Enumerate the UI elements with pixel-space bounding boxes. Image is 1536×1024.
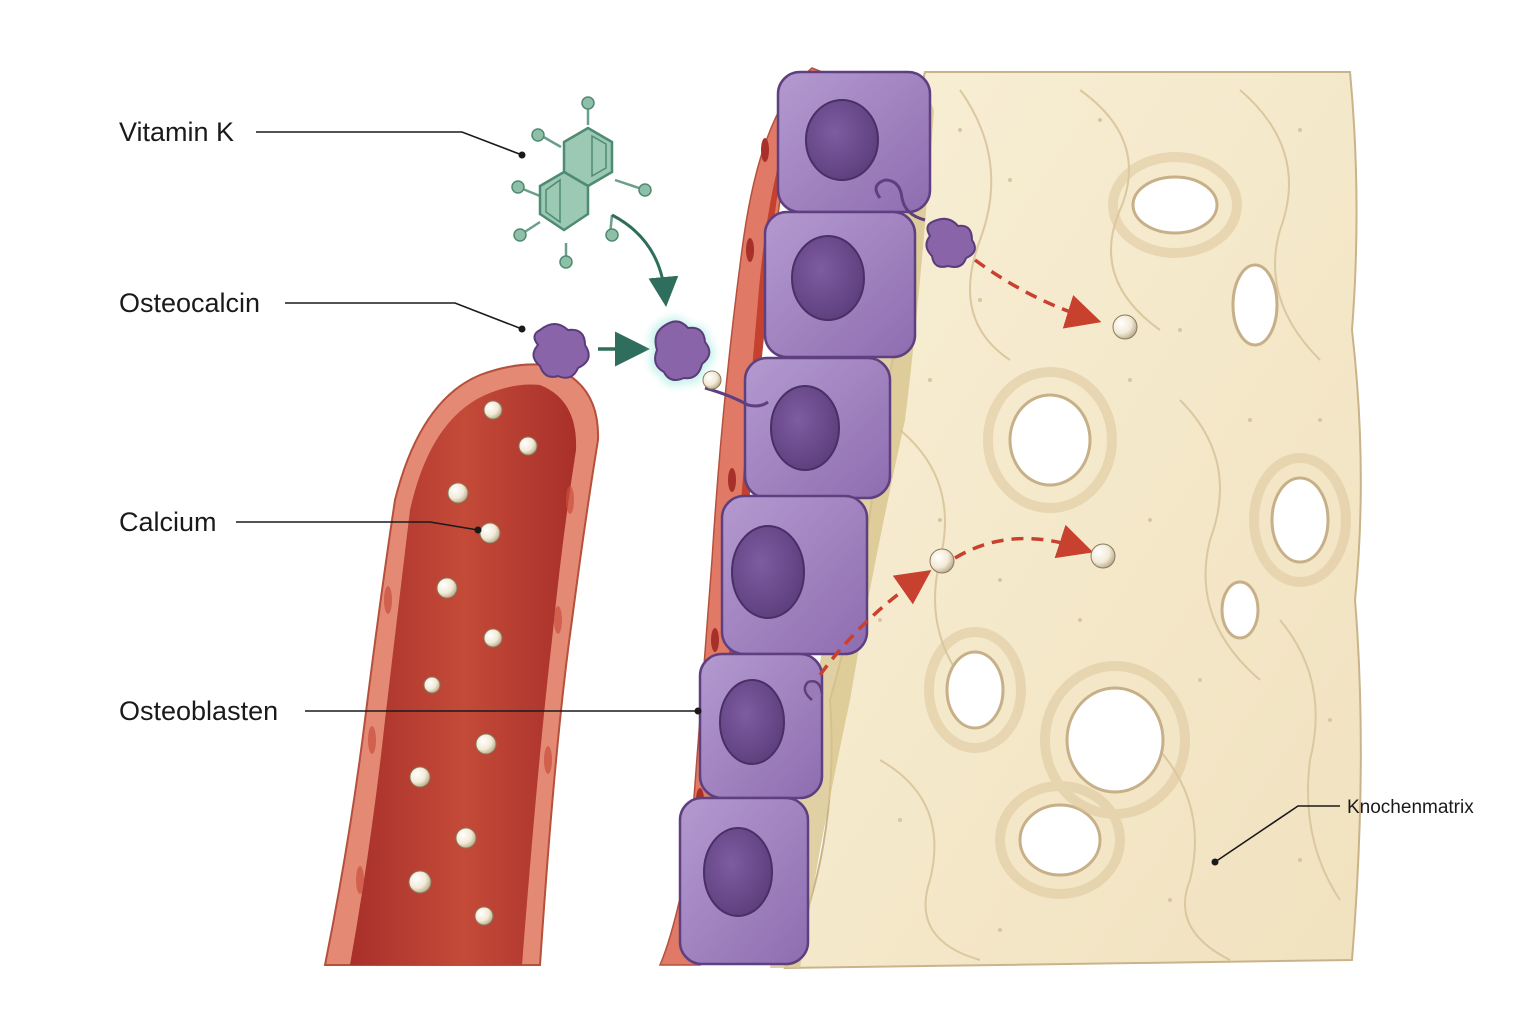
calcium-ions-in-bone [929,314,1138,574]
bone-pores [945,175,1330,877]
osteoblast-cell [698,652,824,800]
label-bone-matrix: Knochenmatrix [1211,797,1474,866]
calcium-transport-arrows [818,258,1102,677]
svg-text:Osteocalcin: Osteocalcin [119,288,260,318]
label-calcium: Calcium [119,507,482,537]
bound-calcium-ion [702,370,722,390]
svg-text:Knochenmatrix: Knochenmatrix [1347,797,1474,818]
vitamin-k-molecule [511,96,652,269]
osteoblast-cell [776,70,932,214]
osteoblast-cell [720,494,869,656]
label-osteocalcin: Osteocalcin [119,288,526,333]
vitamin-k-activation-arrow [611,213,679,307]
osteoblast-layer [678,70,934,968]
calcium-ions-in-vessel [408,400,538,926]
osteoblast-cell [743,356,892,500]
activated-osteocalcin [649,316,722,390]
svg-text:Osteoblasten: Osteoblasten [119,696,278,726]
osteoblast-cell [678,796,810,966]
osteocalcin-protein-on-vessel [532,323,590,379]
svg-text:Vitamin K: Vitamin K [119,117,234,147]
secreted-osteocalcin [925,217,976,268]
label-osteoblasts: Osteoblasten [119,696,702,726]
svg-text:Calcium: Calcium [119,507,217,537]
label-vitamin-k: Vitamin K [119,117,526,159]
osteoblast-cell [763,210,917,359]
blood-vessel [323,363,600,966]
bone-matrix [783,71,1362,970]
